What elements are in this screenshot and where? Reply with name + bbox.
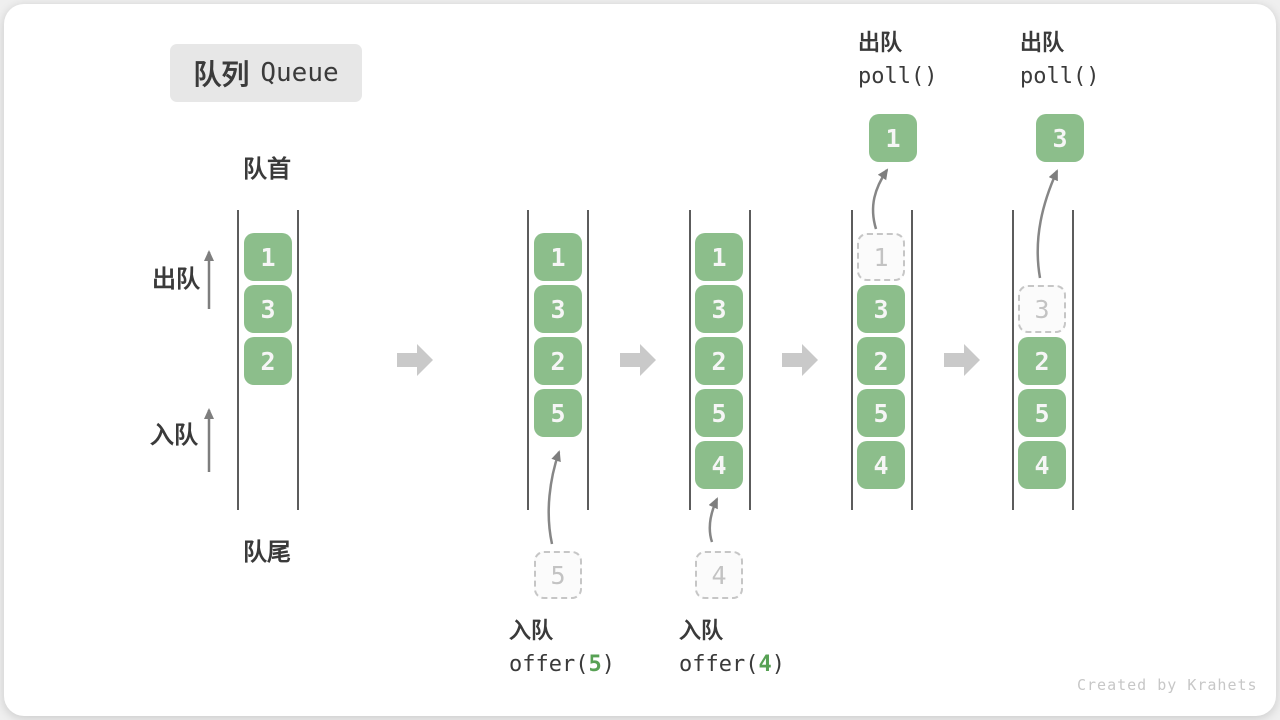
queue-cell: 2 xyxy=(534,337,582,385)
queue-cell: 3 xyxy=(695,285,743,333)
queue-cell: 3 xyxy=(244,285,292,333)
queue-cell: 4 xyxy=(695,441,743,489)
queue2-right-wall xyxy=(587,210,589,510)
code-arg: 4 xyxy=(758,652,772,677)
queue1-left-wall xyxy=(237,210,239,510)
op-dequeue-poll-1: 出队 poll() xyxy=(858,32,937,88)
code-text: offer( xyxy=(509,652,589,677)
queue-cell: 1 xyxy=(534,233,582,281)
popped-cell: 1 xyxy=(869,114,917,162)
queue-cell: 2 xyxy=(244,337,292,385)
removed-cell: 3 xyxy=(1018,285,1066,333)
pending-cell: 4 xyxy=(695,551,743,599)
queue-cell: 2 xyxy=(1018,337,1066,385)
op-label: 入队 xyxy=(679,618,724,643)
queue-cell: 3 xyxy=(534,285,582,333)
queue-cell: 4 xyxy=(857,441,905,489)
pending-cell: 5 xyxy=(534,551,582,599)
queue-cell: 1 xyxy=(695,233,743,281)
queue4-right-wall xyxy=(911,210,913,510)
code-text: ) xyxy=(771,652,785,677)
title-box: 队列 Queue xyxy=(170,44,362,102)
op-enqueue-offer5: 入队 offer(5) xyxy=(509,620,615,676)
op-enqueue-offer4: 入队 offer(4) xyxy=(679,620,785,676)
op-code: poll() xyxy=(1020,64,1100,89)
queue-cell: 4 xyxy=(1018,441,1066,489)
op-label: 入队 xyxy=(509,618,554,643)
queue-rear-label: 队尾 xyxy=(243,539,291,566)
op-label: 出队 xyxy=(858,30,903,55)
queue-cell: 2 xyxy=(695,337,743,385)
queue-cell: 3 xyxy=(857,285,905,333)
queue-cell: 1 xyxy=(244,233,292,281)
code-arg: 5 xyxy=(588,652,602,677)
title-chinese: 队列 xyxy=(193,59,250,90)
queue-cell: 5 xyxy=(1018,389,1066,437)
dequeue-side-label: 出队 xyxy=(152,266,200,293)
queue4-left-wall xyxy=(851,210,853,510)
queue2-left-wall xyxy=(527,210,529,510)
queue5-right-wall xyxy=(1072,210,1074,510)
removed-cell: 1 xyxy=(857,233,905,281)
popped-cell: 3 xyxy=(1036,114,1084,162)
op-code: offer(5) xyxy=(509,654,615,676)
queue1-right-wall xyxy=(297,210,299,510)
queue-cell: 2 xyxy=(857,337,905,385)
queue-cell: 5 xyxy=(695,389,743,437)
queue3-left-wall xyxy=(689,210,691,510)
op-code: poll() xyxy=(858,64,938,89)
queue5-left-wall xyxy=(1012,210,1014,510)
background-card xyxy=(4,4,1276,716)
title-english: Queue xyxy=(260,58,339,88)
op-dequeue-poll-2: 出队 poll() xyxy=(1020,32,1099,88)
op-label: 出队 xyxy=(1020,30,1065,55)
op-code: offer(4) xyxy=(679,654,785,676)
code-text: offer( xyxy=(679,652,759,677)
code-text: ) xyxy=(601,652,615,677)
queue-cell: 5 xyxy=(534,389,582,437)
watermark: Created by Krahets xyxy=(1077,676,1258,694)
enqueue-side-label: 入队 xyxy=(150,422,198,449)
queue3-right-wall xyxy=(749,210,751,510)
queue-cell: 5 xyxy=(857,389,905,437)
queue-front-label: 队首 xyxy=(243,156,291,183)
